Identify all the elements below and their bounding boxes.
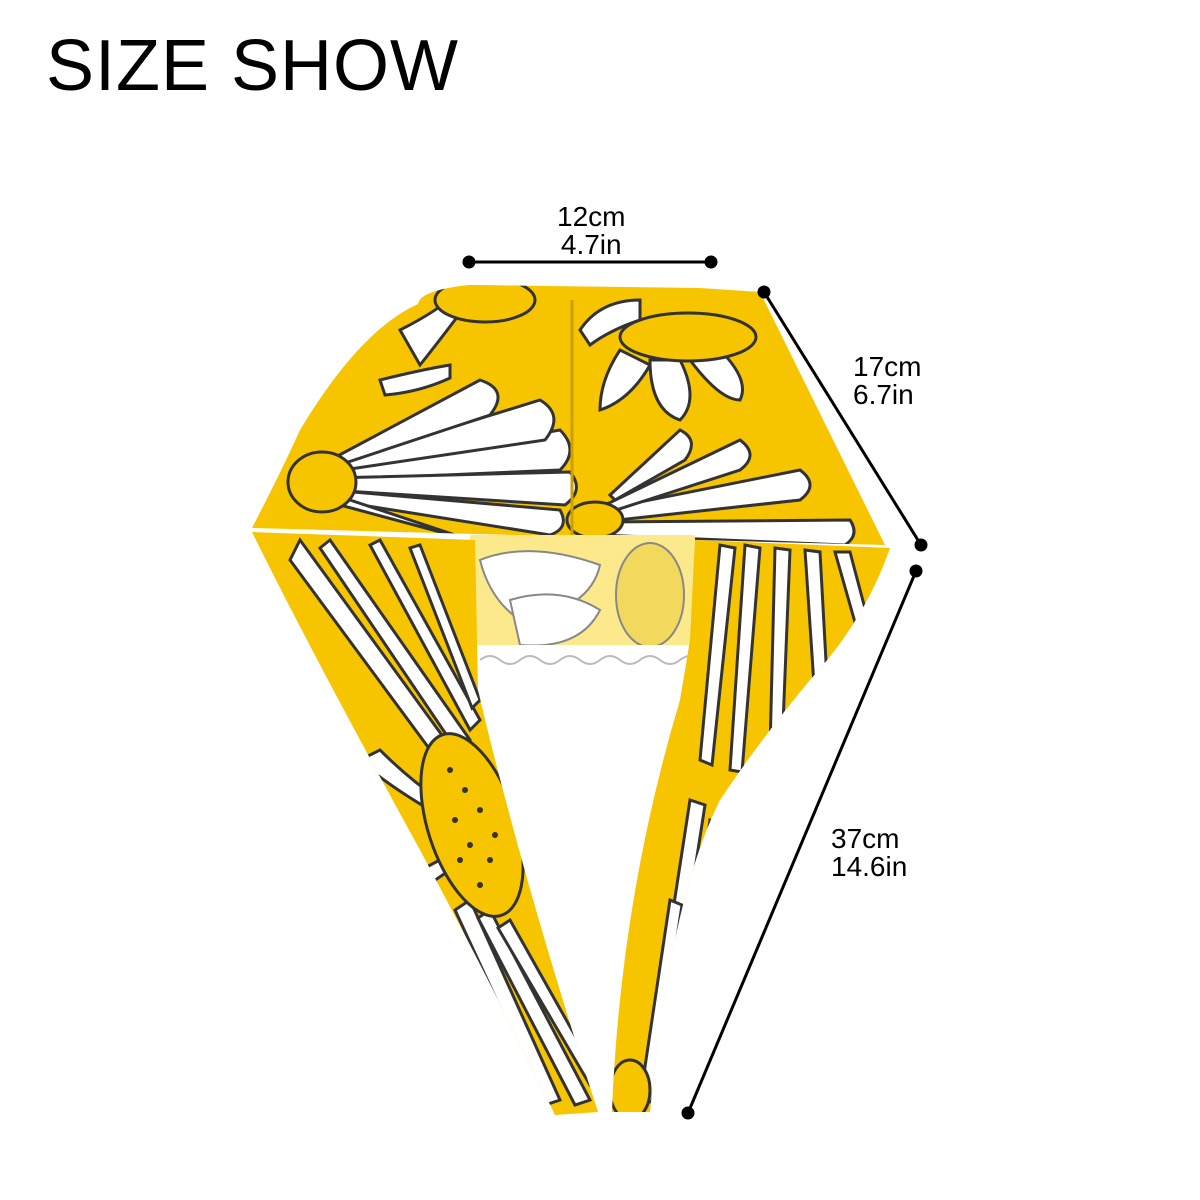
width-measurement: 12cm 4.7in	[557, 203, 625, 259]
width-in-label: 4.7in	[560, 229, 622, 260]
length-cm-label: 37cm	[831, 823, 900, 854]
back-band	[470, 535, 695, 685]
depth-in-label: 6.7in	[853, 379, 914, 410]
depth-measurement: 17cm 6.7in	[853, 353, 921, 409]
length-measurement: 37cm 14.6in	[831, 825, 907, 881]
depth-cm-label: 17cm	[853, 351, 922, 382]
cap-crown	[252, 285, 885, 545]
page-title: SIZE SHOW	[46, 26, 460, 106]
dimension-lines	[462, 255, 928, 1120]
width-cm-label: 12cm	[557, 201, 626, 232]
length-in-label: 14.6in	[831, 851, 908, 882]
